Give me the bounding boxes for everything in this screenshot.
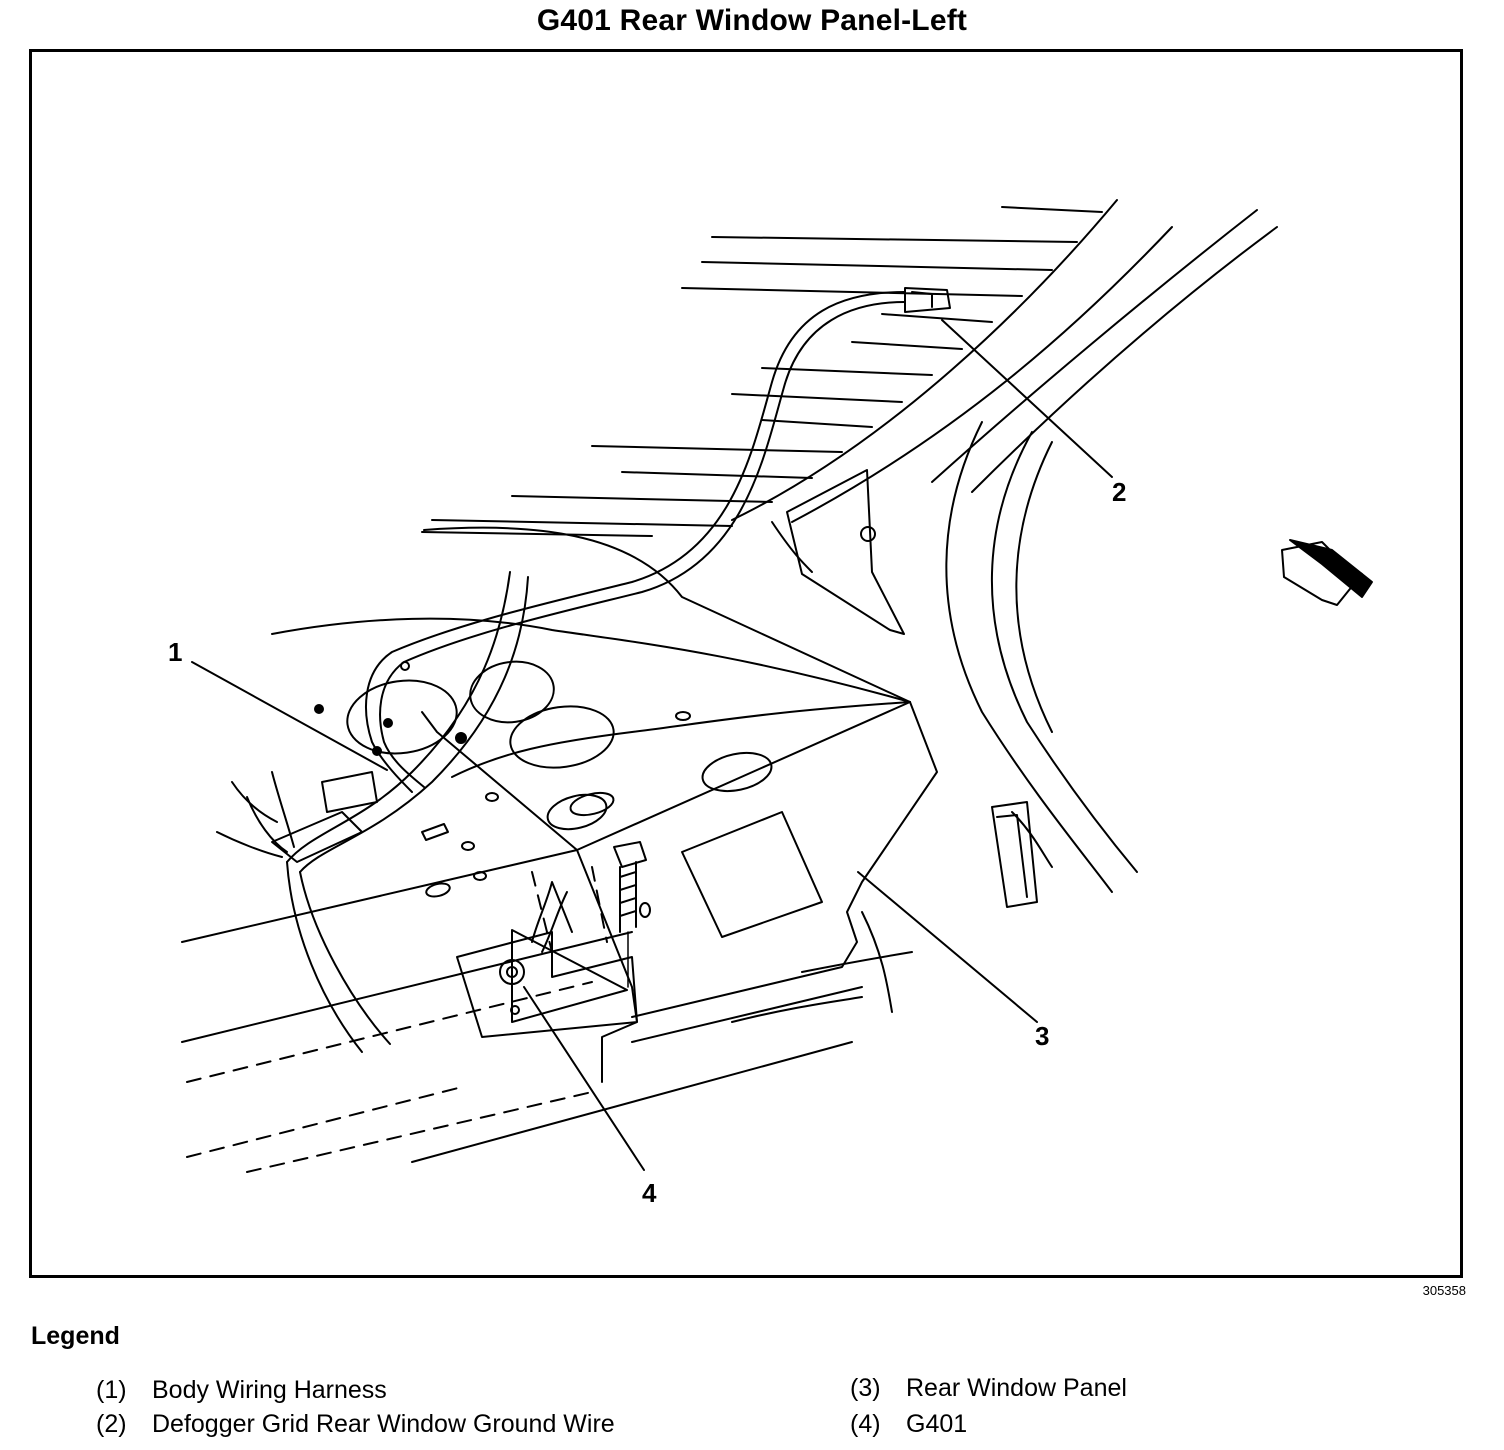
legend-item-label: Defogger Grid Rear Window Ground Wire <box>152 1410 615 1438</box>
callout-1: 1 <box>168 637 182 667</box>
line-drawing: 1 2 3 4 <box>168 199 1373 1208</box>
legend-item-number: (2) <box>96 1410 127 1438</box>
quarter-panel-opening <box>771 469 1038 908</box>
g401-ground <box>456 881 638 1038</box>
callout-leaders <box>191 319 1113 1171</box>
body-wiring-harness <box>216 571 529 1053</box>
rear-body-panel <box>181 526 938 1163</box>
figure-id: 305358 <box>1422 1283 1466 1298</box>
legend-item: (1) Body Wiring Harness <box>96 1376 387 1405</box>
bolt-icon <box>613 841 651 988</box>
diagram-frame: 1 2 3 4 <box>29 49 1463 1278</box>
legend-heading: Legend <box>31 1322 120 1350</box>
legend-item-number: (1) <box>96 1376 127 1404</box>
defogger-ground-wire <box>365 287 951 793</box>
legend-item: (4) G401 <box>850 1410 967 1439</box>
legend-item-number: (4) <box>850 1410 881 1438</box>
legend-item: (3) Rear Window Panel <box>850 1374 1127 1403</box>
legend-item-label: Body Wiring Harness <box>152 1376 387 1404</box>
diagram-title: G401 Rear Window Panel-Left <box>536 4 968 37</box>
legend-item-label: G401 <box>906 1410 968 1438</box>
callout-2: 2 <box>1112 477 1126 507</box>
panel-holes <box>314 660 823 938</box>
callout-3: 3 <box>1035 1021 1049 1051</box>
legend-item: (2) Defogger Grid Rear Window Ground Wire <box>96 1410 615 1439</box>
hidden-edges <box>186 866 608 1173</box>
callout-4: 4 <box>642 1178 657 1208</box>
legend-item-number: (3) <box>850 1374 881 1402</box>
c-pillar <box>731 199 1278 893</box>
view-direction-arrow-icon <box>1281 539 1373 606</box>
rear-window-glass <box>421 206 1103 537</box>
legend-item-label: Rear Window Panel <box>906 1374 1127 1402</box>
